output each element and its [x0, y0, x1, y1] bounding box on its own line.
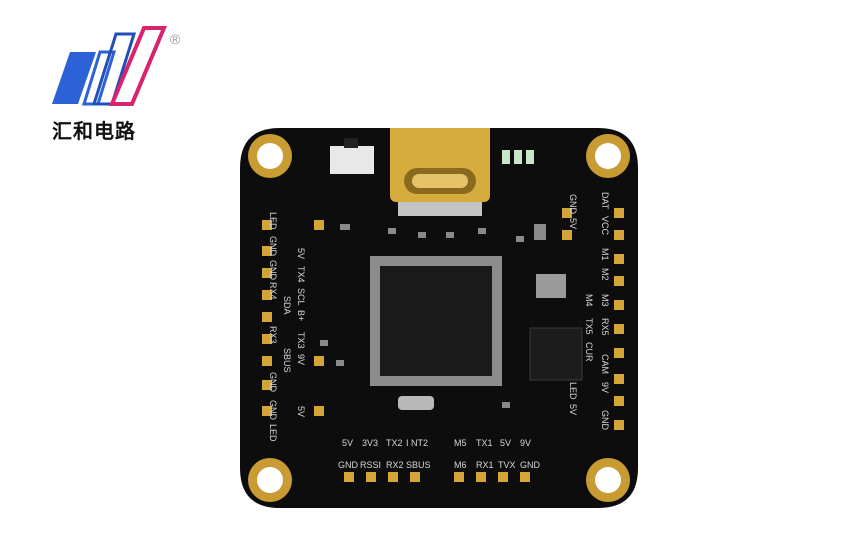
silk-label: 5V — [500, 438, 511, 448]
silk-label: M1 — [600, 248, 610, 261]
silk-label: GND — [338, 460, 359, 470]
switch — [330, 146, 374, 174]
logo-pink-bar — [108, 26, 168, 106]
silk-label: B+ — [296, 310, 306, 321]
status-leds — [502, 150, 534, 164]
silk-label: M4 — [584, 294, 594, 307]
silk-label: SBUS — [406, 460, 431, 470]
gyro-chip — [536, 274, 566, 298]
silk-label: 3V3 — [362, 438, 378, 448]
silk-label: TX5 — [584, 318, 594, 335]
silk-label: LED — [568, 382, 578, 400]
silk-label: GND — [268, 372, 278, 393]
silk-label: RSSI — [360, 460, 381, 470]
silk-label: 9V — [520, 438, 531, 448]
usb-c-connector-icon — [390, 128, 490, 216]
silk-label: TX1 — [476, 438, 493, 448]
silk-label: RX5 — [600, 318, 610, 336]
silk-label: 5V — [568, 404, 578, 415]
silk-label: LED — [268, 424, 278, 442]
silk-label: SCL — [296, 288, 306, 306]
silk-label: 5V — [296, 406, 306, 417]
logo-blue-bar — [52, 52, 96, 104]
silk-label: GND — [600, 410, 610, 431]
silk-label: M3 — [600, 294, 610, 307]
silk-label: RX2 — [386, 460, 404, 470]
silk-label: TX4 — [296, 266, 306, 283]
silk-label: M5 — [454, 438, 467, 448]
silk-label: TX2 — [386, 438, 403, 448]
silk-label: M2 — [600, 268, 610, 281]
bottom-pads — [344, 472, 530, 482]
osd-chip — [529, 327, 583, 381]
right-pads — [562, 208, 624, 430]
brand-logo-icon: ® — [52, 26, 181, 106]
silk-label: SBUS — [282, 348, 292, 373]
silk-label: TX3 — [296, 332, 306, 349]
flight-controller-board: LED GND GND RX4 RX3 GND GND LED 5V TX4 S… — [240, 128, 638, 508]
silk-label: SDA — [282, 296, 292, 315]
silk-label: 9V — [600, 382, 610, 393]
silk-label: RX3 — [268, 326, 278, 344]
silk-label: DAT — [600, 192, 610, 210]
silk-label: GND — [268, 400, 278, 421]
silk-label: M6 — [454, 460, 467, 470]
silk-label: CUR — [584, 342, 594, 362]
silk-label: GND — [268, 236, 278, 257]
silk-label: GND — [268, 260, 278, 281]
silk-label: GND — [520, 460, 541, 470]
silk-label: 5V — [296, 248, 306, 259]
silk-label: RX1 — [476, 460, 494, 470]
silk-label: 5V — [568, 218, 578, 229]
silk-label: 5V — [342, 438, 353, 448]
left-pads — [262, 220, 324, 416]
silk-label: 9V — [296, 354, 306, 365]
silk-label: I NT2 — [406, 438, 428, 448]
silk-label: GND — [568, 194, 578, 215]
registered-mark: ® — [170, 31, 181, 47]
brand-name: 汇和电路 — [52, 119, 136, 143]
silk-label: CAM — [600, 354, 610, 374]
smd-components — [320, 224, 546, 408]
silk-label: VCC — [600, 216, 610, 236]
silk-label: RX4 — [268, 282, 278, 300]
mounting-holes — [248, 134, 630, 502]
silk-label: LED — [268, 212, 278, 230]
crystal — [398, 396, 434, 410]
silk-label: TVX — [498, 460, 516, 470]
mcu-chip — [370, 256, 502, 386]
